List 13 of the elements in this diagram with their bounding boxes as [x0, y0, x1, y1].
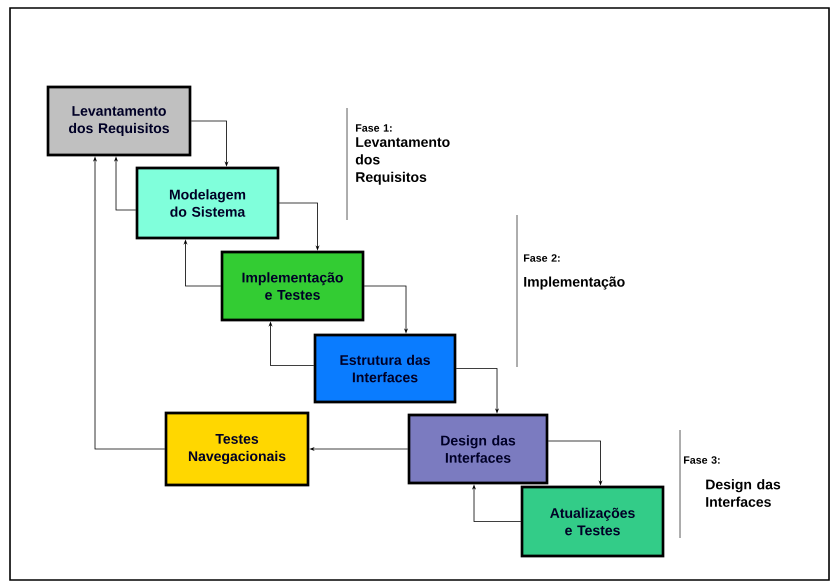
phase-number: Fase 3: [684, 456, 720, 464]
process-box: Testes Navegacionais [164, 412, 310, 486]
phase-number: Fase 1: [356, 124, 392, 132]
phase-title: Implementação [524, 276, 625, 290]
process-box: Estrutura das Interfaces [314, 334, 456, 404]
phase-title: Design das Interfaces [706, 479, 780, 507]
process-box: Levantamento dos Requisitos [46, 86, 192, 156]
process-box: Atualizações e Testes [520, 486, 664, 558]
process-box: Implementação e Testes [220, 250, 364, 322]
phase-number: Fase 2: [524, 254, 560, 262]
process-box: Modelagem do Sistema [136, 166, 280, 240]
process-box: Design das Interfaces [408, 414, 548, 484]
phase-title: Levantamento dos Requisitos [356, 137, 450, 185]
